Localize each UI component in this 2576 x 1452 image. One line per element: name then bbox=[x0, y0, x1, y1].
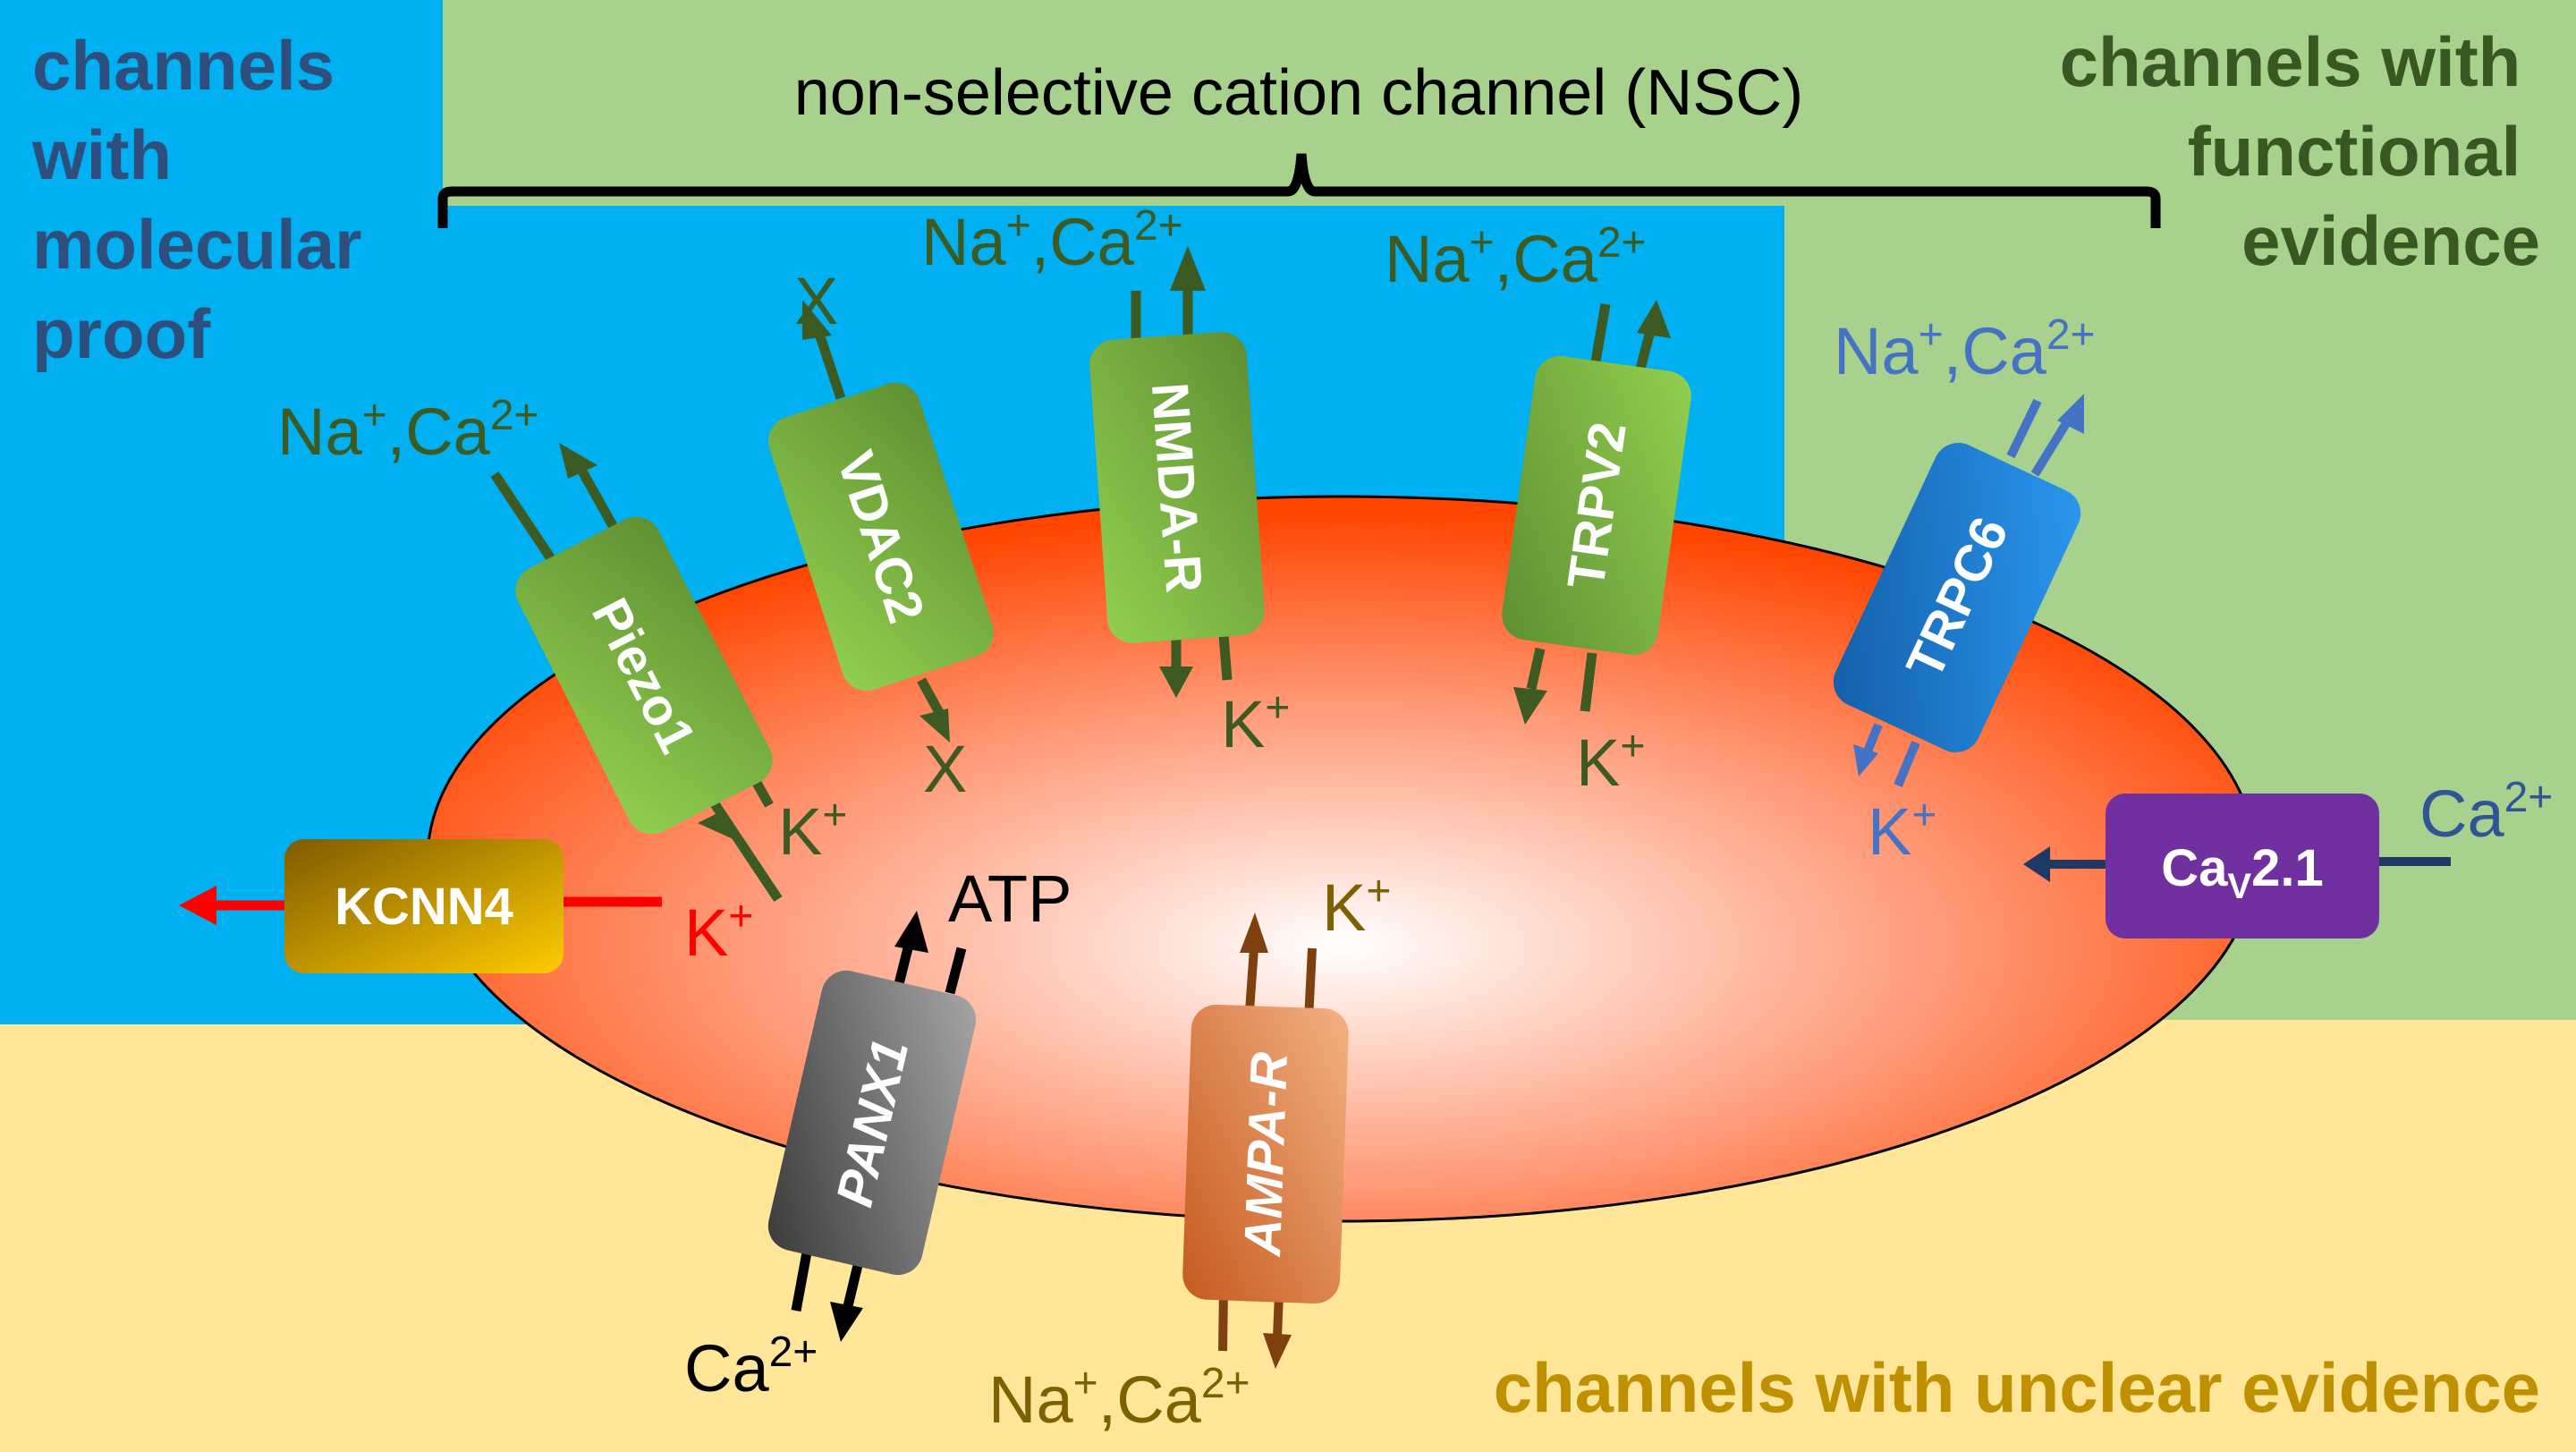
nmda-k-head bbox=[1159, 667, 1193, 698]
channel-ampa-r[interactable]: AMPA-R K+ Na+,Ca2+ bbox=[988, 868, 1391, 1437]
kcnn4-ions-in: K+ bbox=[684, 893, 753, 970]
trpv2-ions-out: Na+,Ca2+ bbox=[1385, 219, 1647, 296]
cav2-1-label: CaV2.1 bbox=[2161, 839, 2323, 906]
ampa-r-label: AMPA-R bbox=[1233, 1051, 1299, 1259]
vdac2-arrow-down-head bbox=[919, 709, 950, 743]
trpv2-k-in-line bbox=[1580, 652, 1597, 712]
nmda-r-body bbox=[1089, 332, 1265, 643]
trpv2-k-head bbox=[1513, 687, 1547, 725]
channel-kcnn4[interactable]: KCNN4 K+ bbox=[179, 839, 753, 973]
panx1-body bbox=[767, 970, 977, 1276]
panx1-ca-head bbox=[830, 1302, 863, 1342]
channel-nmda-r[interactable]: NMDA-R Na+,Ca2+ K+ bbox=[921, 202, 1290, 761]
channel-trpc6[interactable]: TRPC6 Na+,Ca2+ K+ bbox=[1826, 311, 2096, 869]
panx1-ca-out-line bbox=[843, 1260, 864, 1308]
trpc6-ions-out: Na+,Ca2+ bbox=[1834, 311, 2096, 388]
vdac2-arrow-up-head bbox=[802, 300, 832, 340]
panx1-ions-out: Ca2+ bbox=[684, 1329, 818, 1405]
kcnn4-body bbox=[284, 839, 564, 973]
vdac2-ions-out: X bbox=[794, 264, 838, 338]
trpc6-k-in-line bbox=[1894, 741, 1920, 787]
trpc6-ions-in: K+ bbox=[1868, 792, 1936, 869]
piezo1-ions-in: K+ bbox=[778, 792, 847, 869]
panx1-atp-in-line bbox=[945, 947, 967, 995]
vdac2-body bbox=[768, 382, 994, 692]
nmda-k-in-line bbox=[1218, 634, 1233, 681]
trpv2-body bbox=[1502, 355, 1691, 656]
panx1-ca-in-line bbox=[791, 1252, 812, 1312]
panx1-atp-head bbox=[894, 911, 928, 953]
piezo1-body bbox=[515, 516, 773, 835]
nsc-bracket bbox=[437, 153, 2161, 228]
vdac2-arrow-up-line bbox=[813, 329, 846, 400]
ampa-k-head bbox=[1240, 913, 1268, 953]
channel-trpv2[interactable]: TRPV2 Na+,Ca2+ K+ bbox=[1385, 219, 1694, 800]
region-title-functional-evidence: channels with functional evidence bbox=[2060, 22, 2540, 280]
ampa-r-ions-out: Na+,Ca2+ bbox=[988, 1360, 1250, 1437]
piezo1-ions-out: Na+,Ca2+ bbox=[277, 392, 539, 469]
cav-ca-out-head bbox=[2023, 846, 2050, 882]
trpc6-body bbox=[1833, 443, 2081, 752]
trpc6-out-head bbox=[2057, 394, 2084, 434]
nmda-r-ions-out: Na+,Ca2+ bbox=[921, 202, 1183, 279]
ampa-k-out-line bbox=[1245, 947, 1258, 1012]
vdac2-ions-in: X bbox=[923, 732, 967, 806]
nsc-bracket-label: non-selective cation channel (NSC) bbox=[794, 57, 1804, 129]
ampa-r-ions-in: K+ bbox=[1322, 868, 1391, 945]
region-title-unclear-evidence: channels with unclear evidence bbox=[1494, 1348, 2540, 1427]
piezo1-arrow-out-head bbox=[559, 443, 597, 479]
nmda-out-head bbox=[1170, 246, 1206, 291]
ampa-r-body bbox=[1182, 1004, 1349, 1304]
channel-piezo1[interactable]: Piezo1 Na+,Ca2+ K+ bbox=[277, 392, 847, 903]
trpv2-out-head bbox=[1637, 300, 1671, 338]
trpc6-k-head bbox=[1853, 744, 1878, 777]
trpc6-in-line bbox=[2006, 398, 2042, 459]
cav2-1-ions-out: Ca2+ bbox=[2419, 774, 2553, 851]
channel-vdac2[interactable]: VDAC2 X X bbox=[762, 264, 1000, 806]
trpv2-ions-in: K+ bbox=[1576, 723, 1645, 800]
trpc6-out-line bbox=[2030, 418, 2072, 477]
trpv2-in-line bbox=[1589, 303, 1611, 368]
trpv2-k-out-line bbox=[1526, 647, 1546, 691]
trpc6-k-out-line bbox=[1863, 723, 1883, 753]
channel-cav2-1[interactable]: CaV2.1 Ca2+ bbox=[2023, 774, 2553, 938]
piezo1-arrow-in-head bbox=[698, 810, 747, 845]
kcnn4-label: KCNN4 bbox=[335, 878, 513, 936]
nmda-r-ions-in: K+ bbox=[1221, 684, 1290, 761]
ampa-na-head bbox=[1263, 1333, 1292, 1369]
panx1-atp-out-line bbox=[894, 947, 913, 986]
panx1-ions-in: ATP bbox=[948, 862, 1072, 936]
cav2-1-body bbox=[2106, 794, 2379, 938]
channel-panx1[interactable]: PANX1 ATP Ca2+ bbox=[684, 862, 1072, 1405]
vdac2-arrow-down-line bbox=[917, 677, 945, 718]
region-title-molecular-proof: channels with molecular proof bbox=[31, 26, 381, 373]
kcnn4-k-out-head bbox=[179, 886, 216, 925]
